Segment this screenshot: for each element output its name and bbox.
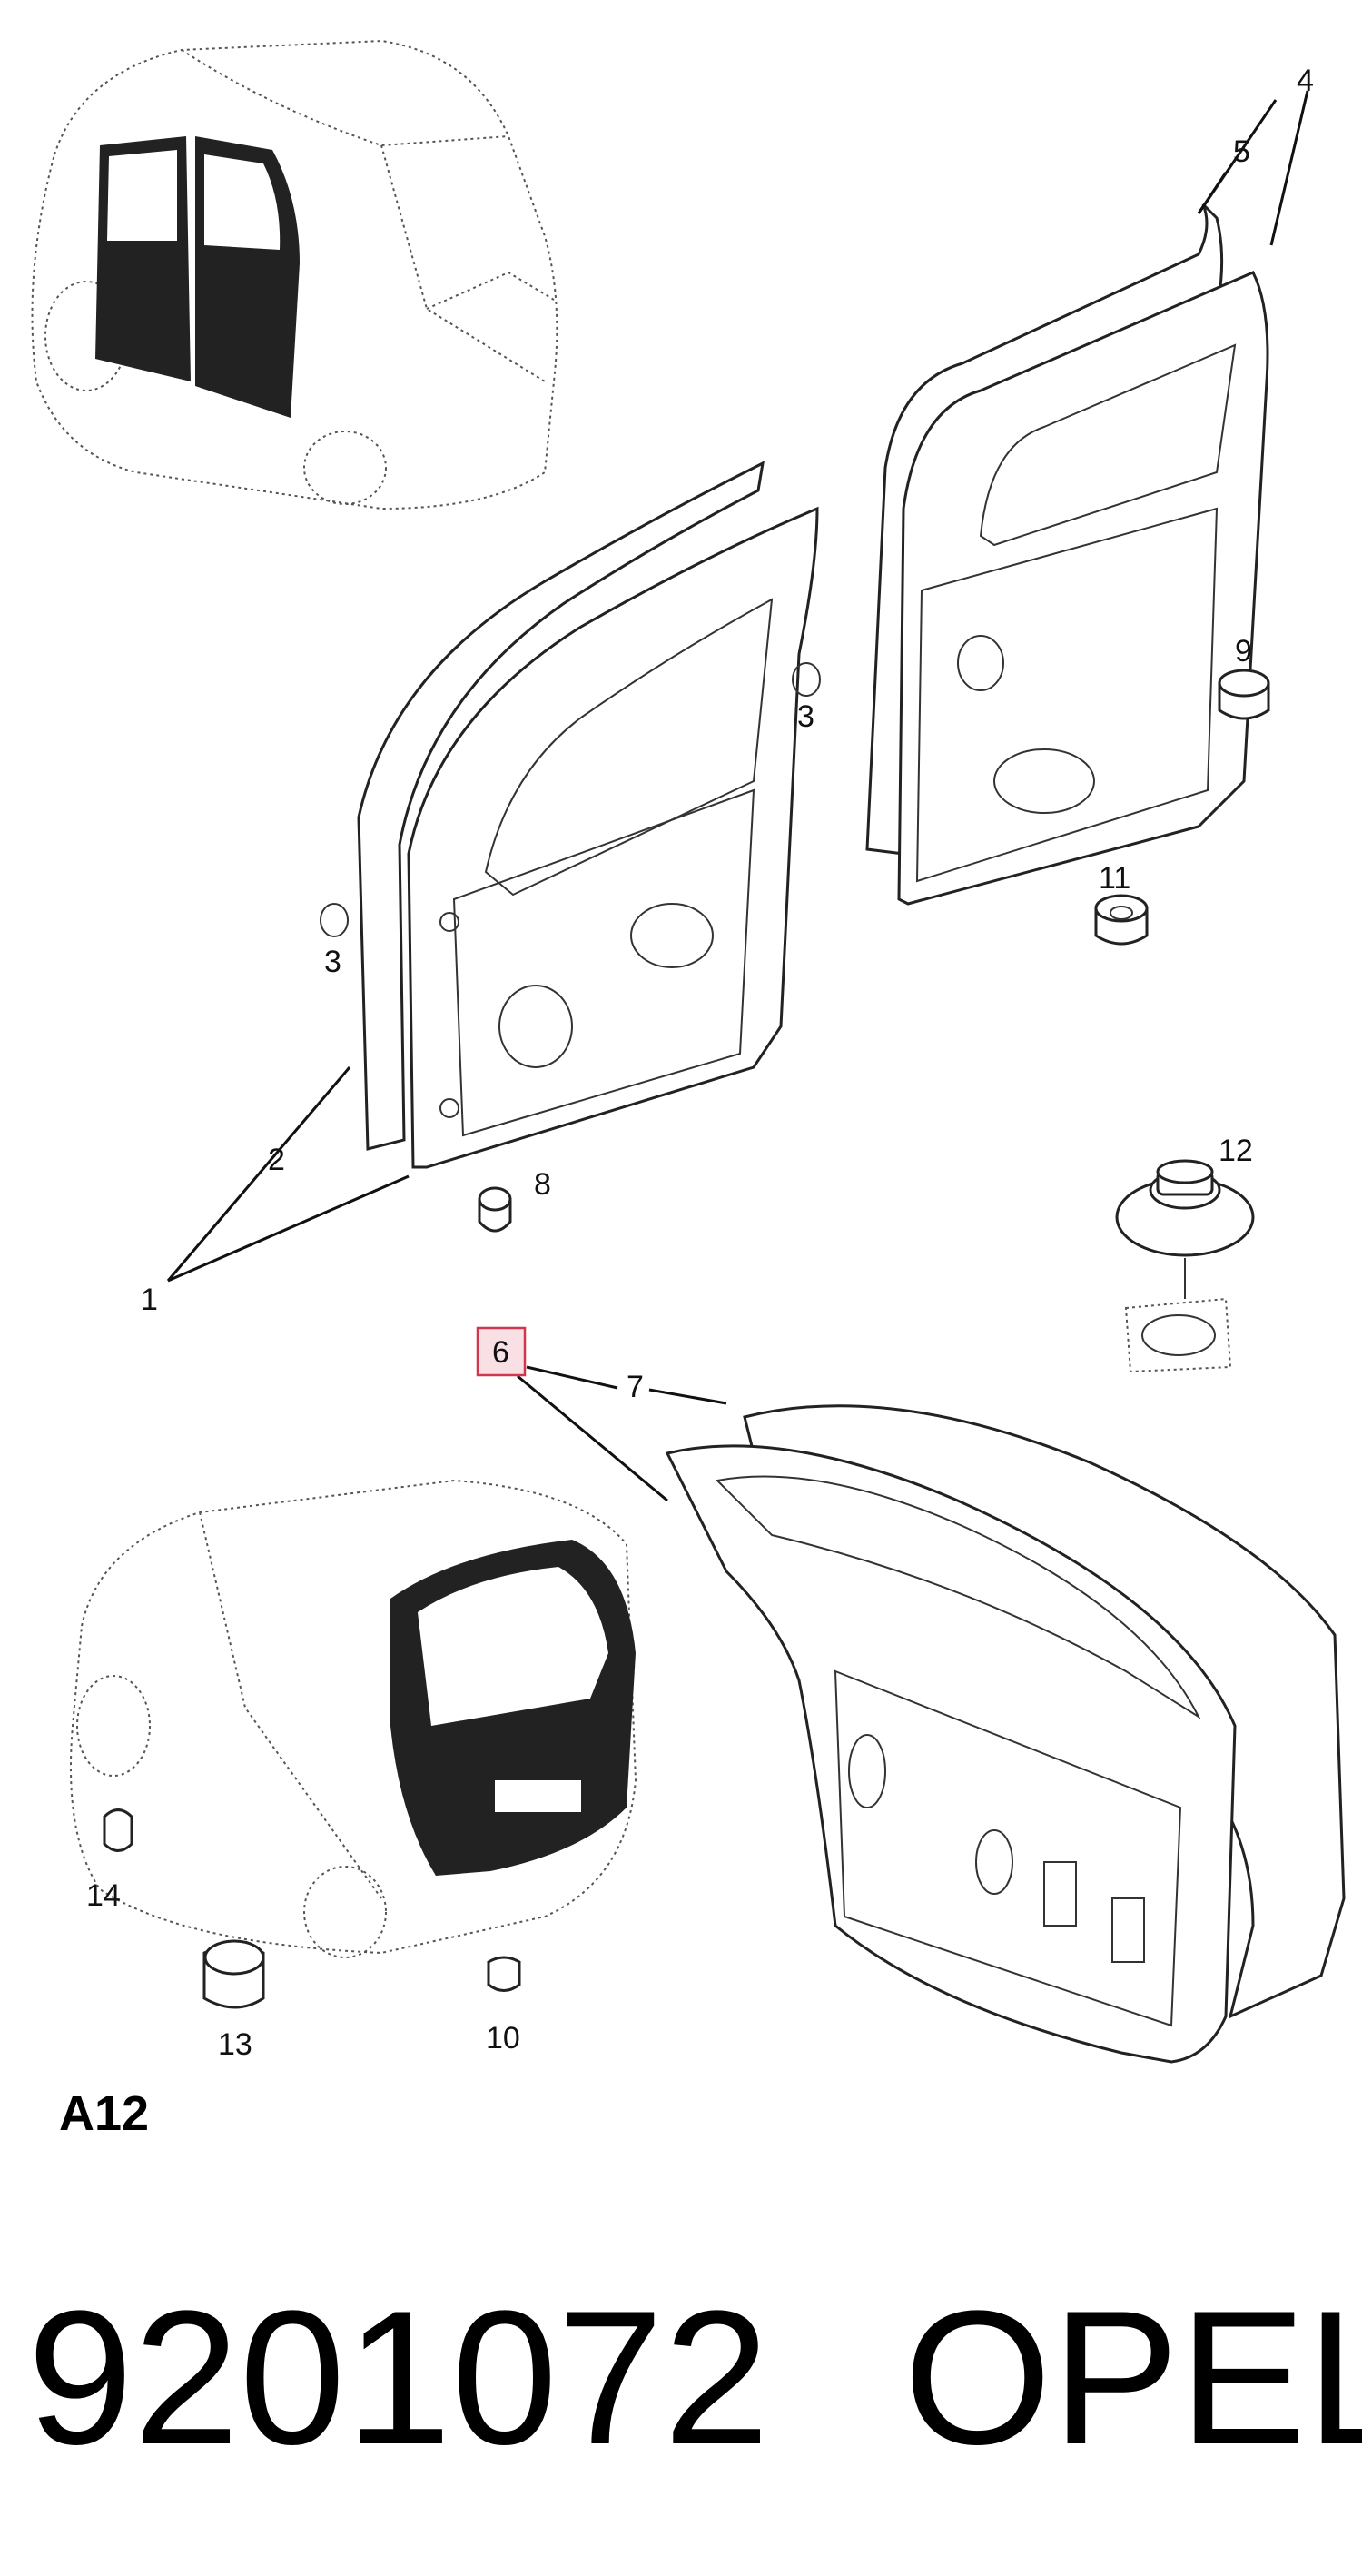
callout-6[interactable]: 6 [492,1335,509,1370]
part-number: 9201072 [27,2271,770,2484]
front-door-group [320,461,821,1233]
callout-4[interactable]: 4 [1297,64,1314,98]
brand-name: OPEL [903,2271,1362,2484]
callout-2[interactable]: 2 [268,1143,285,1177]
section-code: A12 [59,2086,149,2141]
grommet-assembly [1115,1159,1255,1373]
callout-8[interactable]: 8 [534,1167,551,1202]
car-side-view [31,39,558,510]
callout-9[interactable]: 9 [1235,634,1252,669]
callout-5[interactable]: 5 [1233,134,1250,169]
tailgate-group [103,1404,1346,2064]
callout-12[interactable]: 12 [1219,1134,1253,1168]
callouts: 1 2 3 3 4 5 6 7 8 9 10 11 12 13 14 [86,64,1314,2062]
highlighted-callout-box [476,1326,527,1377]
callout-1[interactable]: 1 [141,1283,158,1317]
callout-3-rear[interactable]: 3 [797,699,814,734]
callout-7[interactable]: 7 [627,1370,644,1404]
callout-10[interactable]: 10 [486,2021,520,2056]
car-rear-view [70,1479,637,1958]
callout-11[interactable]: 11 [1099,861,1130,896]
callout-14[interactable]: 14 [86,1878,121,1913]
callout-13[interactable]: 13 [218,2027,252,2062]
leader-lines [166,90,1309,1502]
rear-door-group [865,203,1270,946]
callout-3-front[interactable]: 3 [324,945,341,979]
